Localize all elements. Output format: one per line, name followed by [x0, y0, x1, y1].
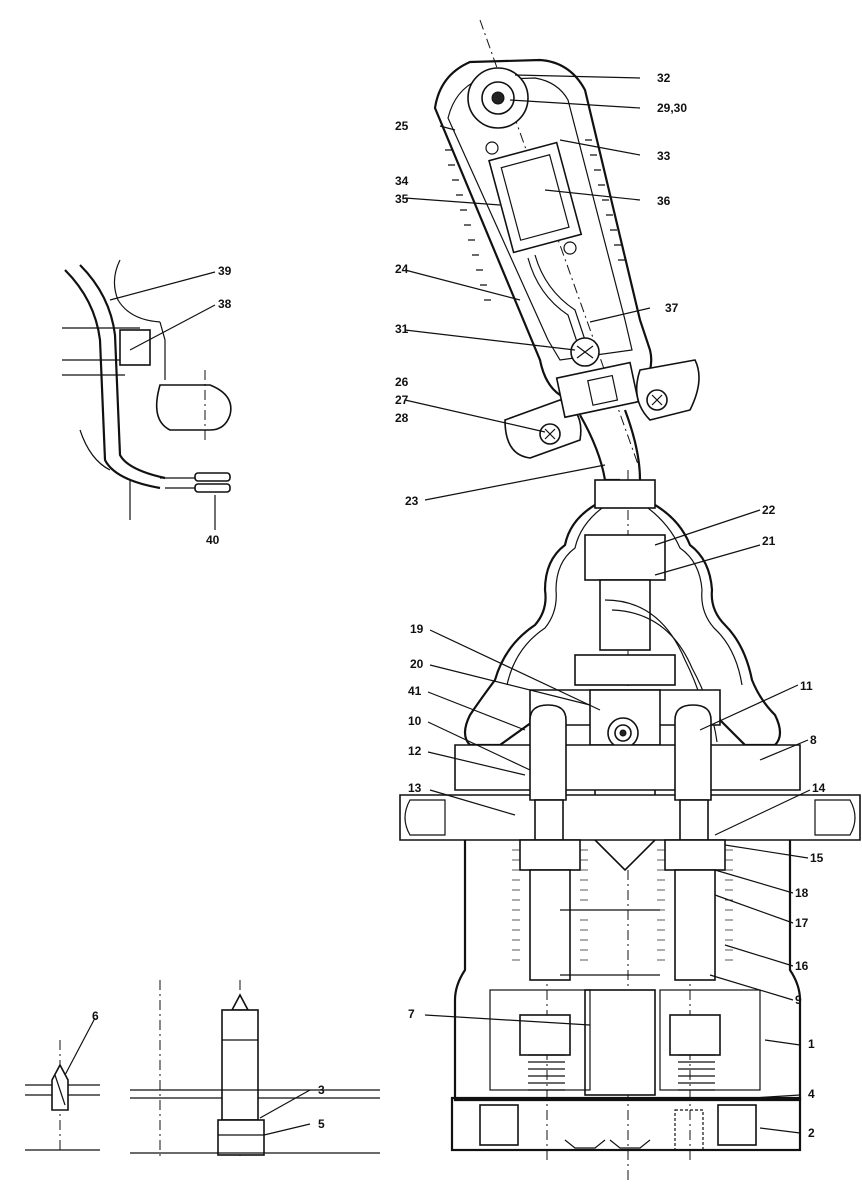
- label-15: 15: [810, 851, 824, 865]
- label-28: 28: [395, 411, 409, 425]
- label-5: 5: [318, 1117, 325, 1131]
- label-17: 17: [795, 916, 809, 930]
- label-35: 35: [395, 192, 409, 206]
- valve-body: [453, 840, 802, 1102]
- rubber-boot: [463, 479, 782, 747]
- leader-lines: [64, 74, 811, 1136]
- label-20: 20: [410, 657, 424, 671]
- label-13: 13: [408, 781, 422, 795]
- label-19: 19: [410, 622, 424, 636]
- lever-wings: [504, 359, 700, 459]
- pin-inset-detail: [25, 1040, 100, 1151]
- label-32: 32: [657, 71, 671, 85]
- right-piston: [657, 704, 733, 1091]
- label-4: 4: [808, 1087, 815, 1101]
- label-41: 41: [408, 684, 422, 698]
- label-38: 38: [218, 297, 232, 311]
- label-39: 39: [218, 264, 232, 278]
- label-26: 26: [395, 375, 409, 389]
- label-16: 16: [795, 959, 809, 973]
- label-33: 33: [657, 149, 671, 163]
- label-29-30: 29,30: [657, 101, 687, 115]
- label-3: 3: [318, 1083, 325, 1097]
- label-2: 2: [808, 1126, 815, 1140]
- label-12: 12: [408, 744, 422, 758]
- label-23: 23: [405, 494, 419, 508]
- label-8: 8: [810, 733, 817, 747]
- label-7: 7: [408, 1007, 415, 1021]
- lever-shaft: [579, 409, 642, 482]
- handle-grip: [433, 58, 653, 397]
- label-14: 14: [812, 781, 826, 795]
- left-piston: [512, 704, 588, 1091]
- label-11: 11: [800, 679, 813, 693]
- label-21: 21: [762, 534, 776, 548]
- label-37: 37: [665, 301, 679, 315]
- label-6: 6: [92, 1009, 99, 1023]
- part-number-labels: 32 29,30 25 33 34 35 36 24 37 31 26 27 2…: [92, 71, 826, 1140]
- base-plate: [450, 1096, 802, 1152]
- label-40: 40: [206, 533, 220, 547]
- label-22: 22: [762, 503, 776, 517]
- label-24: 24: [395, 262, 409, 276]
- label-34: 34: [395, 174, 409, 188]
- label-9: 9: [795, 993, 802, 1007]
- label-1: 1: [808, 1037, 815, 1051]
- label-25: 25: [395, 119, 409, 133]
- label-36: 36: [657, 194, 671, 208]
- wire-inset-detail: [62, 259, 232, 520]
- bolt-inset-detail: [130, 980, 380, 1160]
- label-18: 18: [795, 886, 809, 900]
- label-27: 27: [395, 393, 409, 407]
- label-31: 31: [395, 322, 409, 336]
- label-10: 10: [408, 714, 422, 728]
